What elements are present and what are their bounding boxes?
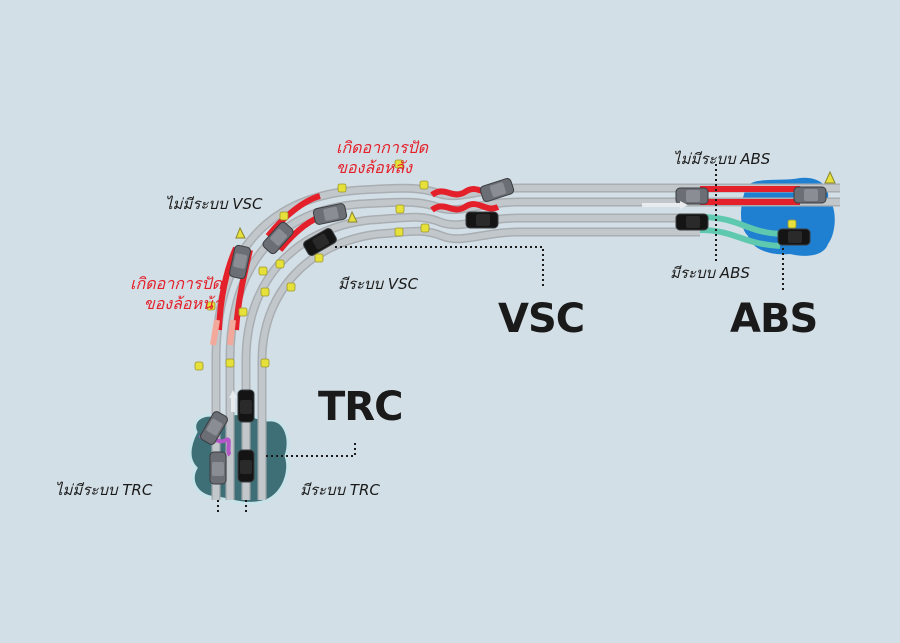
traffic-cone-icon: [238, 307, 248, 317]
traffic-cone-icon: [394, 159, 404, 169]
traffic-cones: [194, 159, 797, 371]
leader-lines: [217, 164, 784, 512]
car-icon: [237, 389, 255, 423]
car-icon: [465, 211, 499, 229]
cars: [200, 177, 827, 485]
label-rear-wheel-skid: เกิดอาการปัด ของล้อหลัง: [336, 138, 428, 178]
car-icon: [675, 213, 709, 231]
rear-skid-line1: เกิดอาการปัด: [336, 138, 428, 157]
warning-triangle-icon: [235, 170, 836, 239]
traffic-cone-icon: [419, 180, 429, 190]
traffic-cone-icon: [787, 219, 797, 229]
traffic-cone-icon: [260, 358, 270, 368]
car-icon: [479, 177, 515, 203]
road-lane: [259, 228, 700, 500]
label-front-wheel-skid: เกิดอาการปัด ของล้อหน้า: [82, 274, 222, 314]
label-with-trc: มีระบบ TRC: [300, 481, 380, 499]
car-icon: [793, 186, 827, 204]
road-lane-edge: [257, 226, 700, 500]
rear-skid-line2: ของล้อหลัง: [336, 158, 412, 177]
car-icon: [209, 451, 227, 485]
traffic-cone-icon: [225, 358, 235, 368]
car-icon: [229, 244, 251, 280]
label-without-vsc: ไม่มีระบบ VSC: [165, 195, 263, 213]
front-skid-line2: ของล้อหน้า: [143, 294, 222, 313]
traffic-cone-icon: [260, 287, 270, 297]
traffic-cone-icon: [395, 204, 405, 214]
road-network: [211, 183, 840, 500]
car-icon: [303, 228, 337, 256]
title-vsc: VSC: [498, 296, 585, 342]
traffic-cone-icon: [286, 282, 296, 292]
traffic-cone-icon: [314, 253, 324, 263]
traffic-cone-icon: [337, 183, 347, 193]
front-skid-line1: เกิดอาการปัด: [130, 274, 222, 293]
traffic-cone-icon: [420, 223, 430, 233]
traffic-cone-icon: [275, 259, 285, 269]
traffic-cone-icon: [258, 266, 268, 276]
traffic-cone-icon: [194, 361, 204, 371]
car-icon: [312, 203, 348, 225]
car-icon: [200, 411, 228, 445]
traffic-cone-icon: [394, 227, 404, 237]
label-with-abs: มีระบบ ABS: [670, 264, 750, 282]
car-icon: [237, 449, 255, 483]
car-icon: [262, 221, 294, 255]
title-abs: ABS: [730, 296, 818, 342]
label-with-vsc: มีระบบ VSC: [338, 275, 419, 293]
traffic-cone-icon: [279, 211, 289, 221]
traffic-cone-icon: [206, 301, 216, 311]
label-without-trc: ไม่มีระบบ TRC: [55, 481, 153, 499]
car-icon: [777, 228, 811, 246]
label-without-abs: ไม่มีระบบ ABS: [673, 150, 771, 168]
car-icon: [675, 187, 709, 205]
title-trc: TRC: [318, 384, 403, 430]
direction-arrow-icon: [229, 201, 688, 412]
